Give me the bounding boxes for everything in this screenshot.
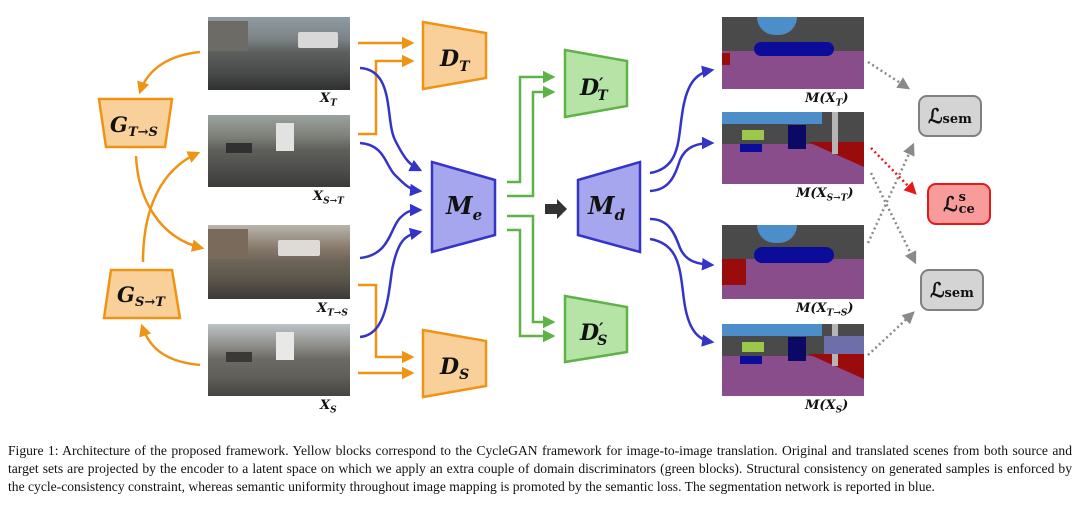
svg-text:D′S: D′S: [579, 319, 607, 349]
label-m-x-s: M(XS): [805, 398, 849, 416]
arrow-xt-to-gts: [137, 50, 201, 95]
label-x-t-to-s: XT→S: [317, 301, 348, 319]
arrow-md-to-m-xt: [649, 65, 715, 175]
arrow-m-xst-to-lce: [870, 147, 917, 195]
arrow-md-to-m-xs: [649, 237, 715, 347]
arrow-me-to-dt-prime-1: [507, 70, 556, 184]
arrow-m-xs-to-lsem-bottom: [867, 311, 915, 356]
arrow-gts-to-xts: [134, 155, 205, 252]
svg-text:Md: Md: [587, 191, 626, 224]
svg-text:Me: Me: [445, 191, 482, 224]
svg-text:DT: DT: [439, 46, 471, 75]
segmentation-decoder-m-d: Md: [576, 160, 642, 254]
label-m-x-s-to-t: M(XS→T): [796, 186, 854, 204]
svg-text:GT→S: GT→S: [110, 112, 158, 140]
arrow-xts-to-ds: [358, 283, 415, 364]
discriminator-d-s-prime: D′S: [563, 294, 629, 364]
image-x-s-to-t: [208, 115, 350, 187]
image-x-t: [208, 17, 350, 90]
arrow-m-xt-to-lsem-top: [867, 60, 911, 90]
arrow-md-to-m-xst: [649, 136, 715, 193]
arrow-m-xs-to-lsem-top: [866, 142, 915, 244]
arrow-m-xst-to-lsem-bottom: [869, 172, 917, 265]
discriminator-d-s: DS: [421, 328, 488, 399]
discriminator-d-t-prime: D′T: [563, 48, 629, 119]
segmap-m-x-s: [722, 324, 864, 396]
figure-caption: Figure 1: Architecture of the proposed f…: [8, 443, 1072, 494]
svg-text:DS: DS: [439, 354, 469, 383]
label-x-s: XS: [320, 398, 337, 416]
label-x-s-to-t: XS→T: [313, 189, 344, 207]
svg-text:GS→T: GS→T: [117, 282, 166, 310]
arrow-xst-to-me: [359, 141, 423, 197]
arrow-xs-to-gst: [139, 323, 201, 367]
arrow-me-to-ds-prime-1: [507, 214, 556, 329]
arrow-xs-to-me: [359, 227, 423, 339]
arrow-md-to-m-xts: [649, 217, 715, 271]
arrow-me-to-dt-prime-2: [507, 85, 556, 198]
arrow-xt-to-me: [359, 66, 423, 172]
arrow-encoder-to-decoder: [545, 199, 567, 219]
arrow-xst-to-dt: [358, 54, 415, 136]
label-m-x-t: M(XT): [805, 91, 849, 109]
generator-g-s-to-t: GS→T: [102, 268, 182, 320]
svg-text:D′T: D′T: [579, 74, 609, 104]
segmentation-encoder-m-e: Me: [430, 160, 497, 254]
label-x-t: XT: [320, 91, 337, 109]
segmap-m-x-s-to-t: [722, 112, 864, 184]
segmap-m-x-t-to-s: [722, 225, 864, 299]
arrow-me-to-ds-prime-2: [507, 228, 556, 343]
discriminator-d-t: DT: [421, 20, 488, 91]
arrow-xts-to-me: [359, 203, 423, 260]
generator-g-t-to-s: GT→S: [97, 97, 174, 149]
arrow-gst-to-xst: [141, 151, 201, 263]
architecture-diagram: GT→S GS→T DT DS: [97, 17, 991, 416]
label-m-x-t-to-s: M(XT→S): [796, 301, 854, 319]
image-x-s: [208, 324, 350, 396]
segmap-m-x-t: [722, 17, 864, 89]
image-x-t-to-s: [208, 225, 350, 299]
